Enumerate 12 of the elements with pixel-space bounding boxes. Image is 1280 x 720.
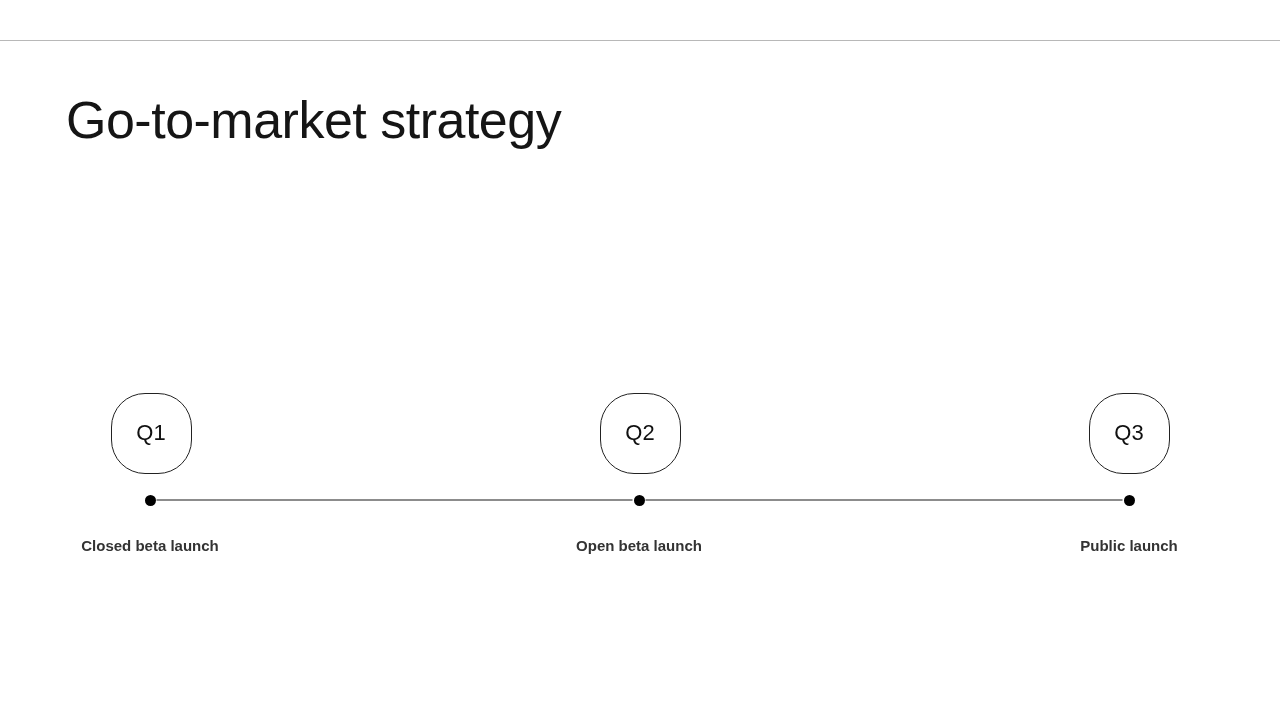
milestone-label: Closed beta launch xyxy=(81,537,219,555)
quarter-label: Q2 xyxy=(625,420,655,446)
slide-title: Go-to-market strategy xyxy=(66,92,562,150)
quarter-label: Q3 xyxy=(1114,420,1144,446)
quarter-label: Q1 xyxy=(136,420,166,446)
timeline-dot xyxy=(144,494,156,506)
timeline-dot xyxy=(1123,494,1135,506)
timeline-dot xyxy=(633,494,645,506)
milestone-label: Public launch xyxy=(1080,537,1178,555)
timeline-line xyxy=(155,499,634,501)
timeline-line xyxy=(644,499,1124,501)
milestone-label: Open beta launch xyxy=(576,537,702,555)
